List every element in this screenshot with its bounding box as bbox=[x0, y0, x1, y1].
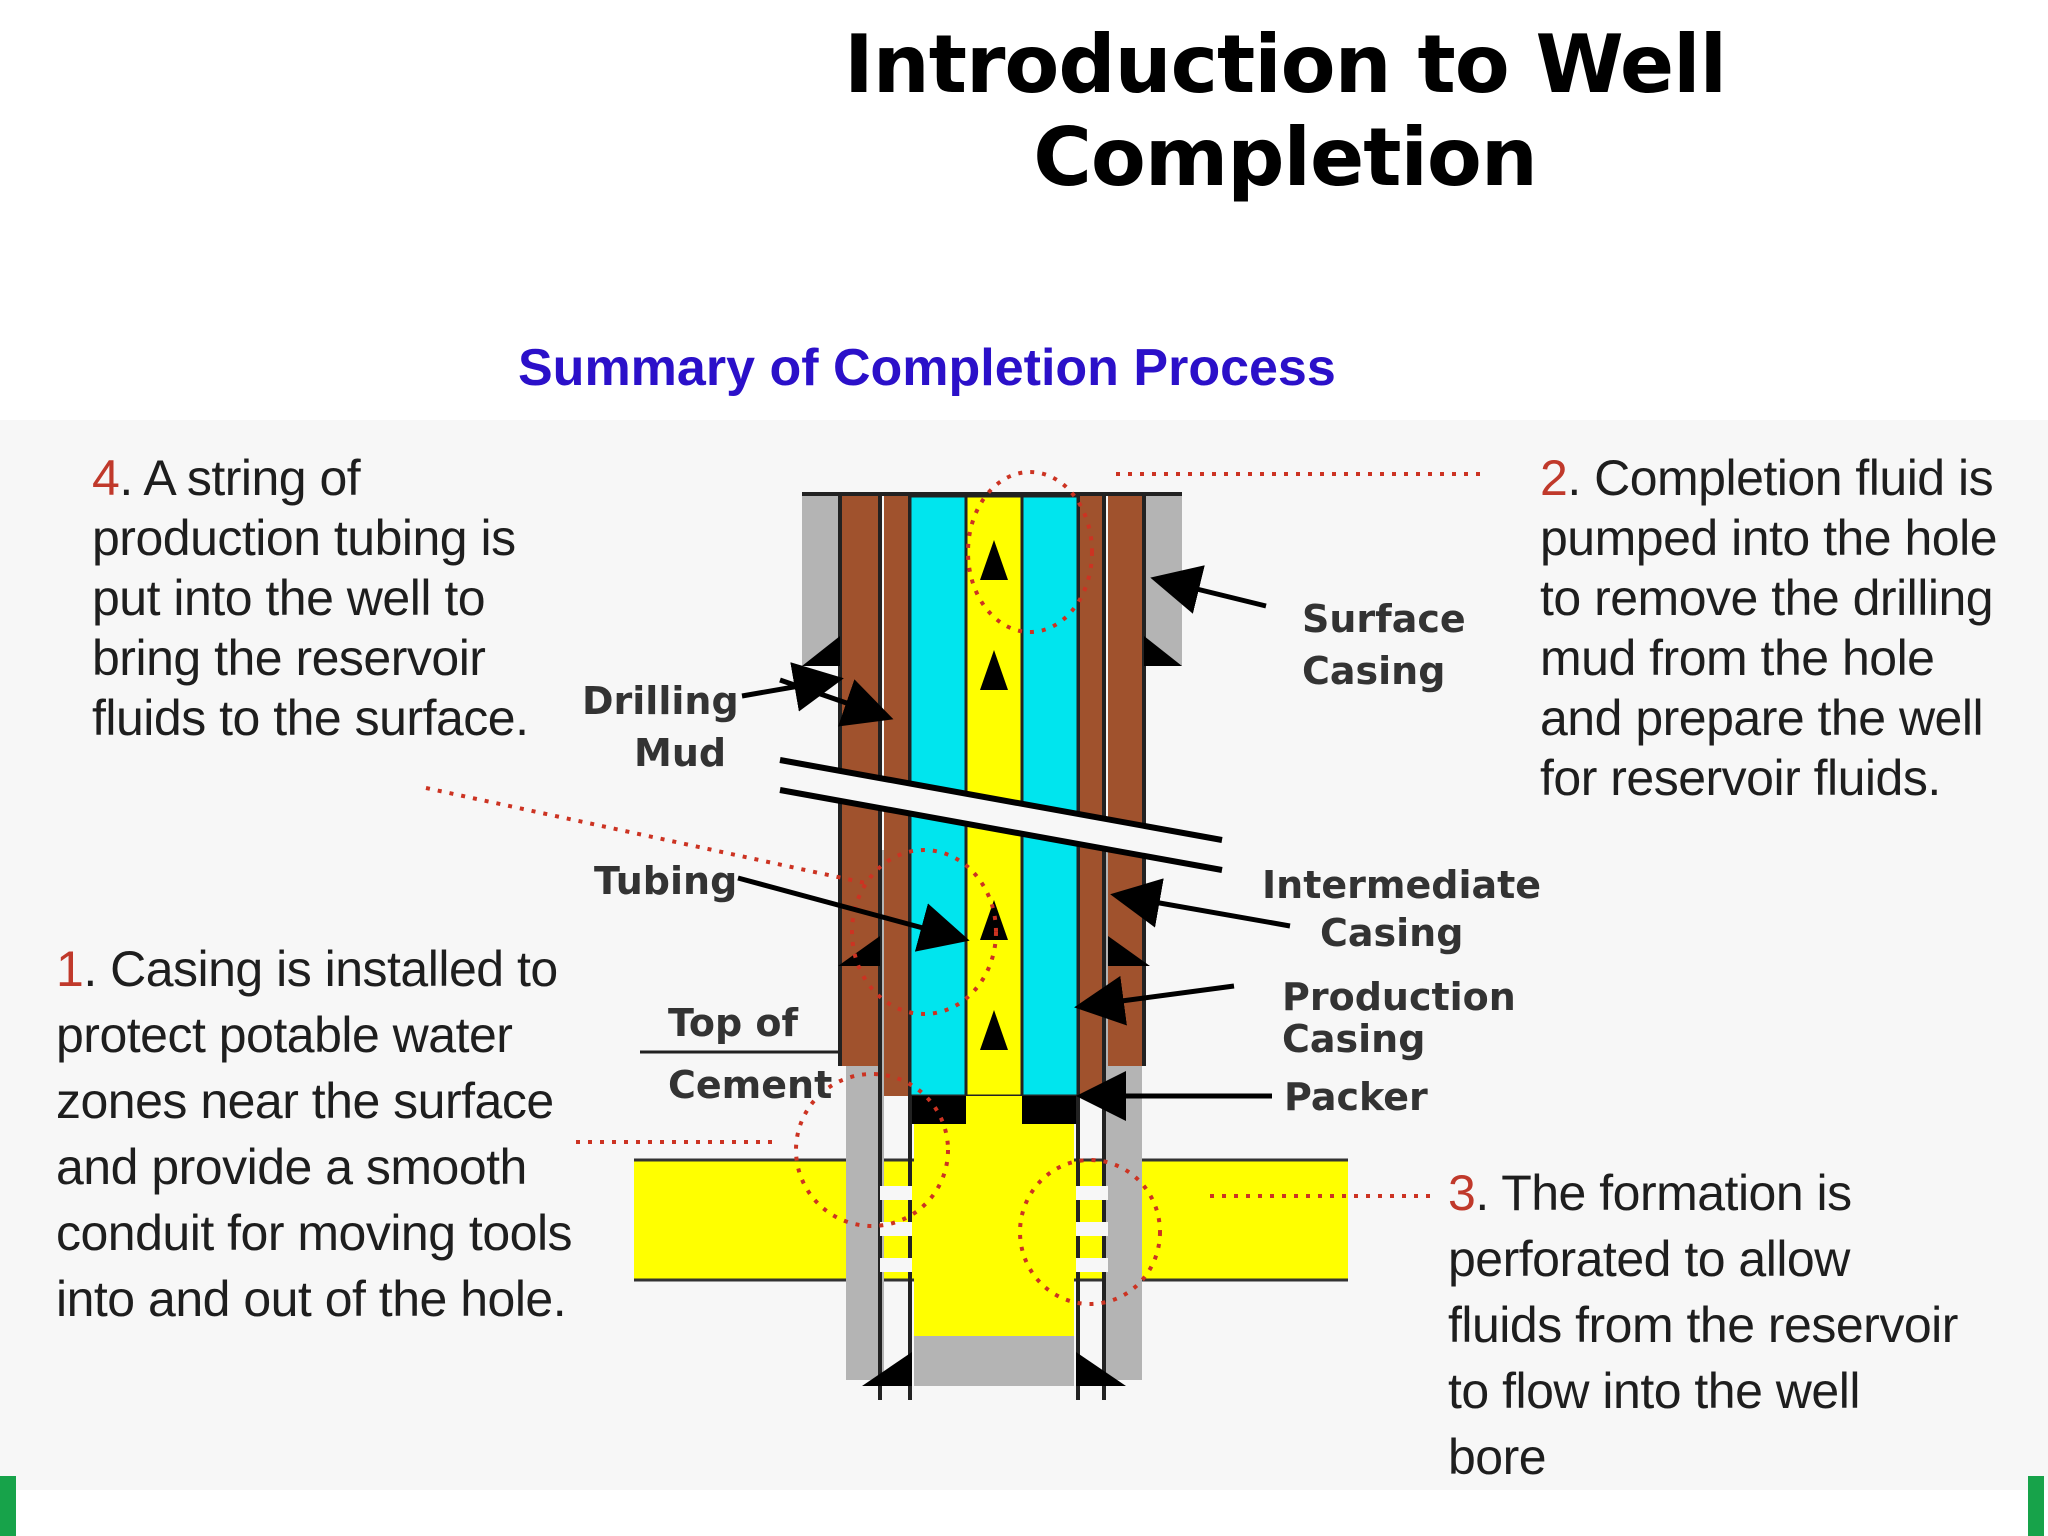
arrow-drilling-mud-1 bbox=[741, 662, 844, 712]
arrow-surface-casing bbox=[1150, 565, 1267, 614]
label-drilling-mud-line1: Drilling bbox=[582, 679, 739, 723]
corner-marker-right bbox=[2028, 1476, 2044, 1536]
perforation bbox=[880, 1186, 912, 1200]
highlight-circle-perforation bbox=[1018, 1158, 1162, 1306]
perforation bbox=[1076, 1222, 1108, 1236]
step-3-text: 3. The formation is perforated to allow … bbox=[1448, 1160, 1968, 1490]
label-intermediate-casing-line2: Casing bbox=[1320, 911, 1463, 955]
step-2-text: 2. Completion fluid is pumped into the h… bbox=[1540, 448, 2020, 808]
label-intermediate-casing-line1: Intermediate bbox=[1262, 863, 1541, 907]
highlight-circle-casing bbox=[794, 1072, 950, 1228]
step-4-text: 4. A string of production tubing is put … bbox=[92, 448, 572, 748]
step-2-number: 2 bbox=[1540, 450, 1568, 506]
flow-arrow-up bbox=[980, 1010, 1008, 1050]
highlight-circle-tubing bbox=[850, 848, 998, 1016]
intermediate-shoe-right bbox=[1108, 936, 1150, 966]
arrow-drilling-mud-2 bbox=[779, 677, 894, 727]
label-surface-casing-line1: Surface bbox=[1302, 597, 1466, 641]
break-line-top bbox=[779, 757, 1223, 843]
perforation bbox=[880, 1258, 912, 1272]
step-4-body: . A string of production tubing is put i… bbox=[92, 450, 529, 746]
highlight-circle-top bbox=[966, 470, 1094, 634]
step-1-body: . Casing is installed to protect potable… bbox=[56, 941, 573, 1327]
flow-arrow-up bbox=[980, 540, 1008, 580]
step-1-text: 1. Casing is installed to protect potabl… bbox=[56, 936, 596, 1332]
label-production-casing-line2: Casing bbox=[1282, 1017, 1425, 1061]
label-drilling-mud-line2: Mud bbox=[634, 731, 726, 775]
packer-left bbox=[912, 1096, 966, 1124]
wellbore-fluid bbox=[914, 1096, 1074, 1336]
surface-cement-left bbox=[802, 496, 840, 666]
casing-right-outer bbox=[1108, 496, 1144, 1066]
step-3-number: 3 bbox=[1448, 1165, 1476, 1221]
label-surface-casing-line2: Casing bbox=[1302, 649, 1445, 693]
casing-shoe-left bbox=[862, 1352, 912, 1386]
wellbore-bottom-cement bbox=[914, 1336, 1074, 1386]
perforations bbox=[880, 1186, 1108, 1272]
intermediate-shoe-left bbox=[838, 936, 880, 966]
label-top-of: Top of bbox=[668, 1001, 799, 1045]
step-1-number: 1 bbox=[56, 941, 84, 997]
pointer-step-4 bbox=[425, 786, 871, 886]
perforation bbox=[1076, 1258, 1108, 1272]
flow-arrows bbox=[980, 540, 1008, 1050]
label-tubing: Tubing bbox=[594, 859, 737, 903]
casing-shoe-right bbox=[1076, 1352, 1126, 1386]
slide-title: Introduction to Well Completion bbox=[844, 18, 1727, 204]
annulus-right bbox=[1020, 494, 1080, 1098]
arrow-production-casing bbox=[1074, 975, 1235, 1026]
flow-arrow-up bbox=[980, 650, 1008, 690]
step-2-body: . Completion fluid is pumped into the ho… bbox=[1540, 450, 1998, 806]
label-packer: Packer bbox=[1284, 1075, 1428, 1119]
label-cement: Cement bbox=[668, 1063, 832, 1107]
arrow-tubing bbox=[737, 875, 970, 952]
label-production-casing-line1: Production bbox=[1282, 975, 1516, 1019]
step-4-number: 4 bbox=[92, 450, 120, 506]
perforation bbox=[1076, 1186, 1108, 1200]
surface-shoe-left bbox=[802, 636, 840, 666]
corner-marker-left bbox=[0, 1476, 16, 1536]
break-line-bottom bbox=[779, 787, 1223, 873]
step-3-body: . The formation is perforated to allow f… bbox=[1448, 1165, 1958, 1485]
surface-shoe-right bbox=[1144, 636, 1182, 666]
packer-right bbox=[1022, 1096, 1076, 1124]
break-band bbox=[780, 760, 1222, 870]
perforation bbox=[880, 1222, 912, 1236]
diagram-subtitle: Summary of Completion Process bbox=[518, 339, 1336, 397]
arrow-intermediate-casing bbox=[1110, 878, 1291, 929]
